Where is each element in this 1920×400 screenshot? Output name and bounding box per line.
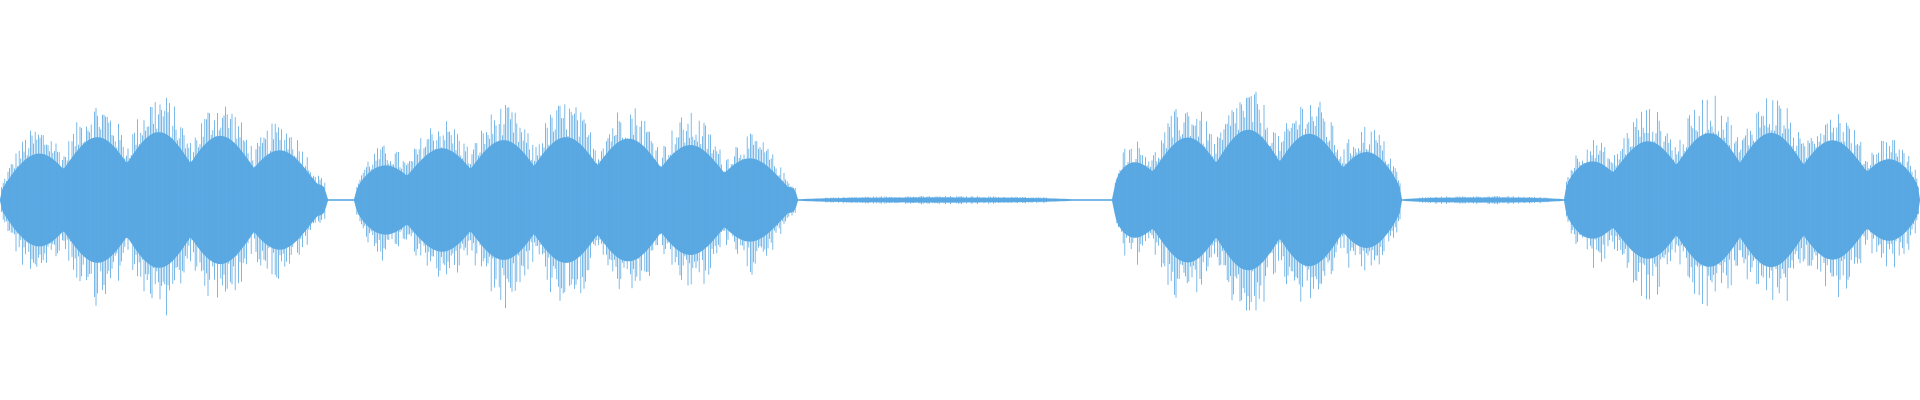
waveform-bars	[0, 91, 1920, 316]
